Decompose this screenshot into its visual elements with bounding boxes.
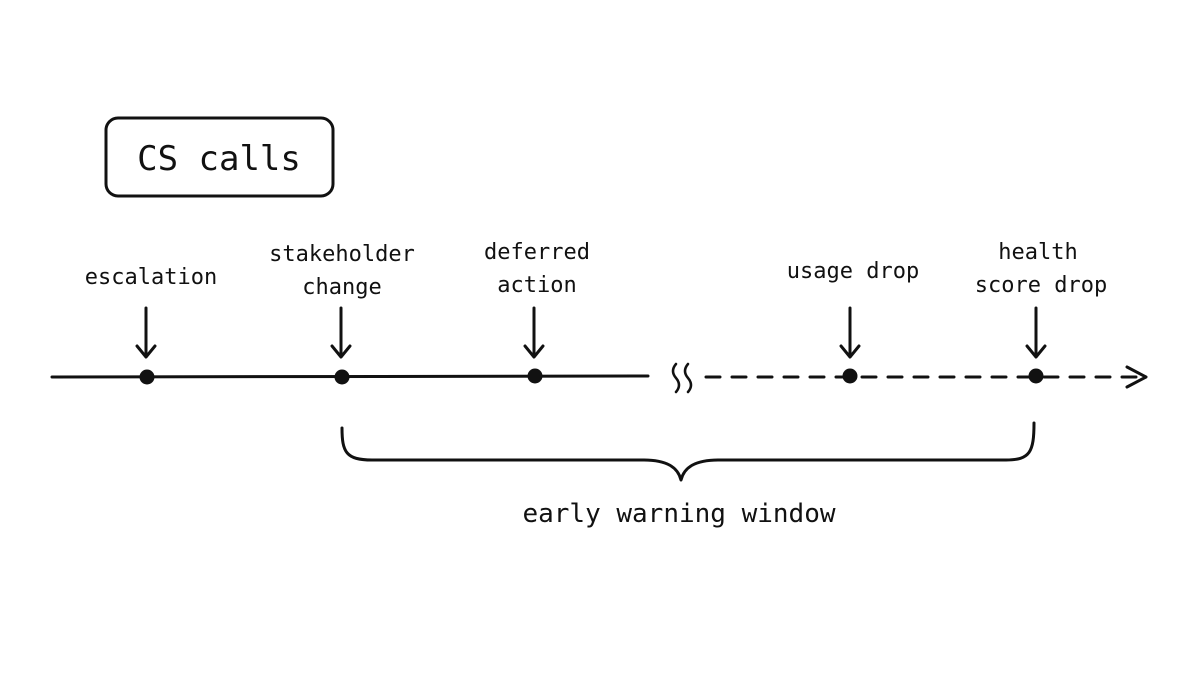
event-usage-drop-dot: [842, 368, 858, 384]
event-stakeholder-change-label-line-1: stakeholder: [269, 242, 415, 267]
break-mark-right: [683, 362, 693, 394]
event-stakeholder-change-dot: [334, 369, 350, 385]
event-stakeholder-change-label-line-2: change: [302, 275, 381, 300]
event-deferred-action-label-line-1: deferred: [484, 240, 590, 265]
event-escalation-label-line-1: escalation: [85, 265, 217, 290]
event-escalation: escalation: [85, 265, 217, 385]
early-warning-brace: [340, 421, 1036, 482]
event-usage-drop-label-line-1: usage drop: [787, 259, 919, 284]
event-health-score-drop: health score drop: [975, 240, 1107, 384]
event-usage-drop-arrow-icon: [839, 344, 861, 359]
event-escalation-arrow-icon: [135, 344, 157, 359]
early-warning-window-label: early warning window: [522, 499, 835, 529]
event-deferred-action-arrow-icon: [523, 344, 545, 359]
break-mark-left: [671, 362, 681, 394]
event-deferred-action-dot: [527, 368, 543, 384]
event-health-score-drop-label-line-2: score drop: [975, 273, 1107, 298]
event-health-score-drop-label-line-1: health: [998, 240, 1077, 265]
cs-calls-box: CS calls: [104, 116, 335, 198]
event-usage-drop: usage drop: [787, 259, 919, 384]
event-deferred-action: deferred action: [484, 240, 590, 384]
event-health-score-drop-arrow-icon: [1025, 344, 1047, 359]
event-stakeholder-change: stakeholder change: [269, 242, 415, 385]
event-deferred-action-label-line-2: action: [497, 273, 576, 298]
timeline-arrowhead-icon: [1125, 365, 1148, 389]
cs-calls-box-frame: [104, 116, 335, 198]
timeline-break-marks: [671, 362, 693, 394]
event-stakeholder-change-arrow-icon: [330, 344, 352, 359]
cs-calls-label: CS calls: [137, 139, 301, 179]
event-escalation-dot: [139, 369, 155, 385]
event-health-score-drop-dot: [1028, 368, 1044, 384]
